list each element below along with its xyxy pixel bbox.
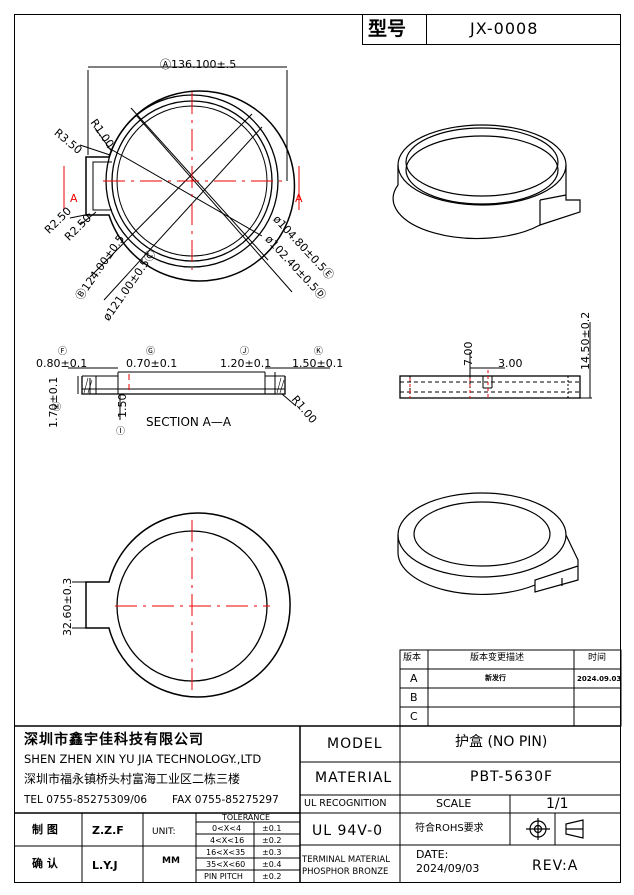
section-mark-left: A — [70, 192, 78, 205]
model-number-value: JX-0008 — [470, 19, 539, 38]
date-value: 2024/09/03 — [416, 862, 480, 875]
terminal-label-1: TERMINAL MATERIAL — [302, 855, 390, 865]
rev-row-a-desc: 新发行 — [485, 674, 506, 682]
section-view — [68, 367, 330, 420]
dim-c: 7.00 — [462, 341, 475, 367]
draw-name: Z.Z.F — [92, 824, 124, 837]
dim-h: 1.70±0.1 — [47, 376, 60, 428]
model-label: MODEL — [327, 736, 383, 752]
title-block-grid — [14, 649, 622, 883]
isometric-view-top — [392, 124, 581, 240]
sheet-frame — [14, 14, 621, 883]
model-number-label: 型号 — [368, 18, 407, 40]
section-hatching — [83, 377, 285, 394]
ul-label: UL RECOGNITION — [304, 798, 387, 809]
dim-outer-diameter: Ⓐ136.100±.5 — [160, 58, 237, 71]
section-mark-right: A — [295, 192, 303, 205]
check-name: L.Y.J — [92, 859, 118, 872]
tol-range-5: PIN PITCH — [204, 872, 243, 881]
bottom-view — [72, 512, 291, 698]
revision-value: REV:A — [532, 858, 579, 874]
material-label: MATERIAL — [315, 770, 393, 786]
dim-k: 1.50±0.1 — [292, 357, 344, 370]
bottom-view-centerlines — [115, 520, 270, 690]
scale-label: SCALE — [436, 797, 472, 810]
tol-value-4: ±0.4 — [262, 860, 282, 869]
tol-range-1: 0<X<4 — [212, 824, 242, 833]
unit-value: MM — [162, 856, 180, 866]
model-number-box — [362, 14, 621, 45]
company-fax: FAX 0755-85275297 — [172, 794, 279, 806]
rohs-text: 符合ROHS要求 — [415, 823, 484, 834]
section-red-marks — [128, 370, 489, 398]
tol-value-2: ±0.2 — [262, 836, 282, 845]
isometric-view-bottom — [397, 492, 579, 595]
tol-range-3: 16<X<35 — [206, 848, 246, 857]
company-name-en: SHEN ZHEN XIN YU JIA TECHNOLOGY.,LTD — [24, 752, 262, 766]
company-name-cn: 深圳市鑫宇佳科技有限公司 — [24, 732, 204, 748]
dim-j: 1.20±0.1 — [220, 357, 272, 370]
tolerance-title: TOLERANCE — [222, 813, 271, 822]
tol-range-2: 4<X<16 — [210, 836, 245, 845]
check-label: 确 认 — [32, 857, 58, 870]
ul-value: UL 94V-0 — [312, 823, 384, 839]
tol-range-4: 35<X<60 — [206, 860, 246, 869]
scale-value: 1/1 — [546, 796, 569, 812]
rev-header-desc: 版本变更描述 — [470, 653, 525, 663]
model-value: 护盒 (NO PIN) — [455, 734, 548, 750]
company-tel: TEL 0755-85275309/06 — [24, 794, 148, 806]
date-label: DATE: — [416, 848, 449, 861]
terminal-label-2: PHOSPHOR BRONZE — [302, 867, 389, 877]
projection-symbol — [526, 818, 584, 840]
rev-row-a-ver: A — [410, 672, 418, 685]
dim-m: 3.00 — [498, 357, 523, 370]
rev-row-c-ver: C — [410, 710, 418, 723]
top-view-centerlines — [63, 92, 300, 270]
tol-value-3: ±0.3 — [262, 848, 282, 857]
unit-label: UNIT: — [152, 827, 176, 837]
material-value: PBT-5630F — [470, 769, 554, 785]
side-view — [399, 322, 592, 399]
dim-i: 1.50 — [116, 393, 129, 419]
dim-f: 0.80±0.1 — [36, 357, 88, 370]
company-address: 深圳市福永镇桥头村富海工业区二栋三楼 — [24, 772, 241, 786]
tol-value-1: ±0.1 — [262, 824, 282, 833]
dim-l: 32.60±0.3 — [61, 577, 74, 636]
rev-header-date: 时间 — [588, 653, 607, 663]
rev-row-b-ver: B — [410, 691, 418, 704]
draw-label: 制 图 — [32, 823, 58, 836]
dim-n: 14.50±0.2 — [579, 311, 592, 370]
rev-row-a-date: 2024.09.03 — [577, 675, 622, 683]
tol-value-5: ±0.2 — [262, 872, 282, 881]
dim-g: 0.70±0.1 — [126, 357, 178, 370]
section-caption: SECTION A—A — [146, 415, 232, 429]
rev-header-version: 版本 — [403, 653, 422, 663]
